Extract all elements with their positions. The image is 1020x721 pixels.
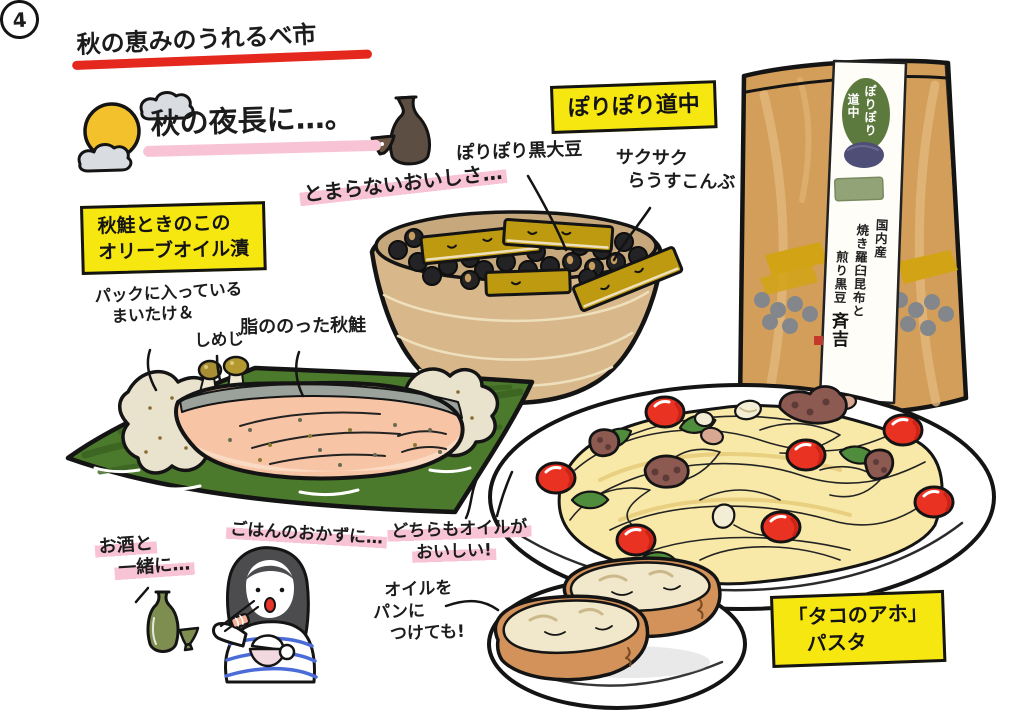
oil-bread-label: オイルを パンに つけても! [372,577,465,646]
basil-leaf [570,490,610,510]
page-subtitle: 秋の夜長に…。 [150,99,354,144]
package-logo-col1: ぽりぽり [863,85,877,137]
oil-bread-line2: パンに [372,601,426,624]
fatty-salmon-text: 脂ののった秋鮭 [240,314,367,338]
shimeji-label-text: しめじ [194,329,245,350]
snack-package [737,58,969,418]
package-label-strip [818,59,908,405]
moon-icon [77,91,195,173]
sake-set-bottom-icon [146,590,200,653]
woman-eating [212,546,318,684]
bread-plate [487,556,747,710]
kombu-label-line1: サクサク [615,146,688,170]
shimeji-label: しめじ [194,328,244,351]
both-oil-line2: おいしい! [411,539,497,565]
octopus-piece [778,385,848,425]
pasta-plate [488,383,996,611]
kombu-label-line2: らうすこんぶ [627,170,736,194]
salmon-box-line1: 秋鮭ときのこの [97,212,231,238]
leaf-plate [65,355,535,515]
snack-name-box: ぽりぽり道中 [550,80,718,134]
kombu-photo [833,176,885,202]
fatty-salmon-label: 脂ののった秋鮭 [240,314,366,340]
kombu-strip [572,246,684,312]
package-logo-oval [842,78,890,150]
episode-number: 4 [11,7,28,32]
package-description: 国内産 焼き羅臼昆布と 煎り黒豆 [828,216,891,327]
kombu-strip [484,268,572,297]
beans-label-text: ぽりぽり黒大豆 [456,138,583,164]
salmon-bite [230,613,251,629]
snack-name-text: ぽりぽり道中 [567,91,701,122]
pasta-box-line1: 「タコのアホ」 [787,600,929,630]
salmon-fillet [174,380,465,481]
pack-mushroom-label: パックに入っている まいたけ＆ [94,278,244,329]
package-logo-col2: 道中 [846,93,860,119]
pointer-lines [134,174,652,612]
octopus-piece [863,448,895,481]
bean-bowl [369,210,684,406]
salmon-box-line2: オリーブオイル漬 [97,237,250,264]
kombu-label: サクサク らうすこんぶ [615,146,736,195]
package-brand-text: 斉吉 [828,312,848,348]
pasta-name-box: 「タコのアホ」 パスタ [770,589,947,668]
oil-bread-line3: つけても! [389,621,466,645]
cherry-tomato [535,395,955,557]
page-subtitle-text: 秋の夜長に…。 [150,99,355,141]
oil-bread-line1: オイルを [384,578,453,601]
package-logo-text: ぽりぽり 道中 [845,85,879,145]
octopus-piece [643,454,690,489]
salmon-title-box: 秋鮭ときのこの オリーブオイル漬 [80,201,267,276]
octopus-piece [588,428,621,458]
sake-set-top-icon [370,95,432,166]
pasta-box-line2: パスタ [806,629,868,656]
package-brand: 斉吉 [826,312,851,358]
brand-seal [814,336,823,345]
with-sake-label: お酒と 一緒に… [94,529,196,583]
kombu-strip [502,217,615,254]
bread-slice [493,594,650,682]
both-oil-label: どちらもオイルが おいしい! [387,515,532,565]
